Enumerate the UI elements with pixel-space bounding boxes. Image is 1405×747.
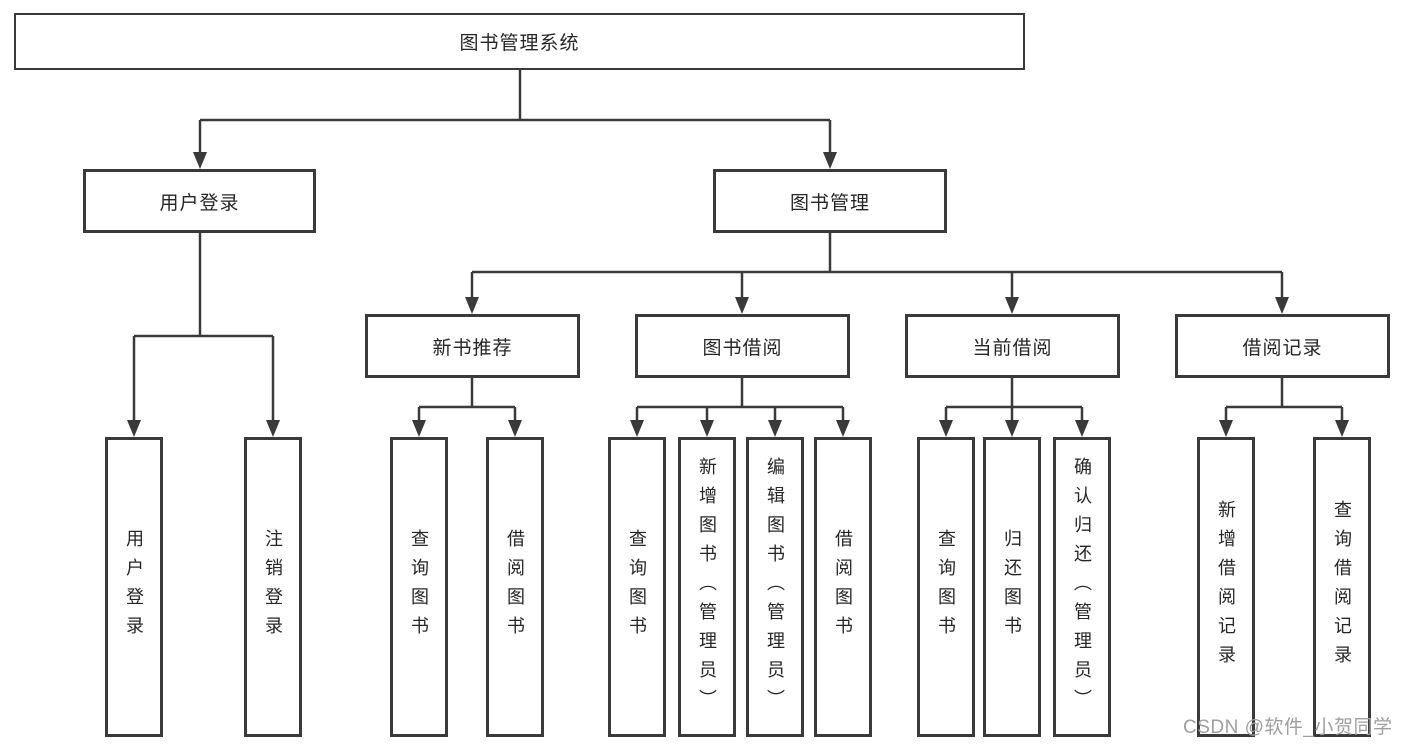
leaf-logout-login: 注销登录 bbox=[244, 437, 302, 737]
node-book-borrowing: 图书借阅 bbox=[635, 314, 850, 378]
node-current-borrowing: 当前借阅 bbox=[905, 314, 1120, 378]
connector-current-borrow-children bbox=[944, 378, 1084, 421]
leaf-query-books-borrow: 查询图书 bbox=[608, 437, 666, 737]
node-user-login: 用户登录 bbox=[83, 169, 316, 233]
leaf-add-borrow-record: 新增借阅记录 bbox=[1197, 437, 1255, 737]
leaf-return-books: 归还图书 bbox=[983, 437, 1041, 737]
node-book-management: 图书管理 bbox=[713, 169, 947, 233]
node-new-book-recommendation: 新书推荐 bbox=[365, 314, 580, 378]
leaf-confirm-return-admin: 确认归还（管理员） bbox=[1053, 437, 1111, 737]
leaf-user-login: 用户登录 bbox=[105, 437, 163, 737]
leaf-add-book-admin: 新增图书（管理员） bbox=[678, 437, 736, 737]
connector-book-borrow-children bbox=[635, 378, 845, 421]
leaf-query-books-current: 查询图书 bbox=[917, 437, 975, 737]
node-borrowing-records: 借阅记录 bbox=[1175, 314, 1390, 378]
connector-root-to-level2 bbox=[198, 70, 832, 154]
leaf-borrow-books-recommend: 借阅图书 bbox=[486, 437, 544, 737]
csdn-watermark: CSDN @软件_小贺同学 bbox=[1183, 717, 1393, 738]
connector-new-book-children bbox=[417, 378, 517, 421]
arrowheads bbox=[127, 152, 1349, 437]
node-library-system: 图书管理系统 bbox=[14, 13, 1025, 70]
leaf-query-books-recommend: 查询图书 bbox=[390, 437, 448, 737]
connector-book-management-children bbox=[470, 233, 1284, 299]
leaf-query-borrow-record: 查询借阅记录 bbox=[1313, 437, 1371, 737]
leaf-borrow-books: 借阅图书 bbox=[814, 437, 872, 737]
connector-user-login-children bbox=[132, 233, 275, 421]
leaf-edit-book-admin: 编辑图书（管理员） bbox=[746, 437, 804, 737]
connector-borrow-records-children bbox=[1224, 378, 1344, 421]
